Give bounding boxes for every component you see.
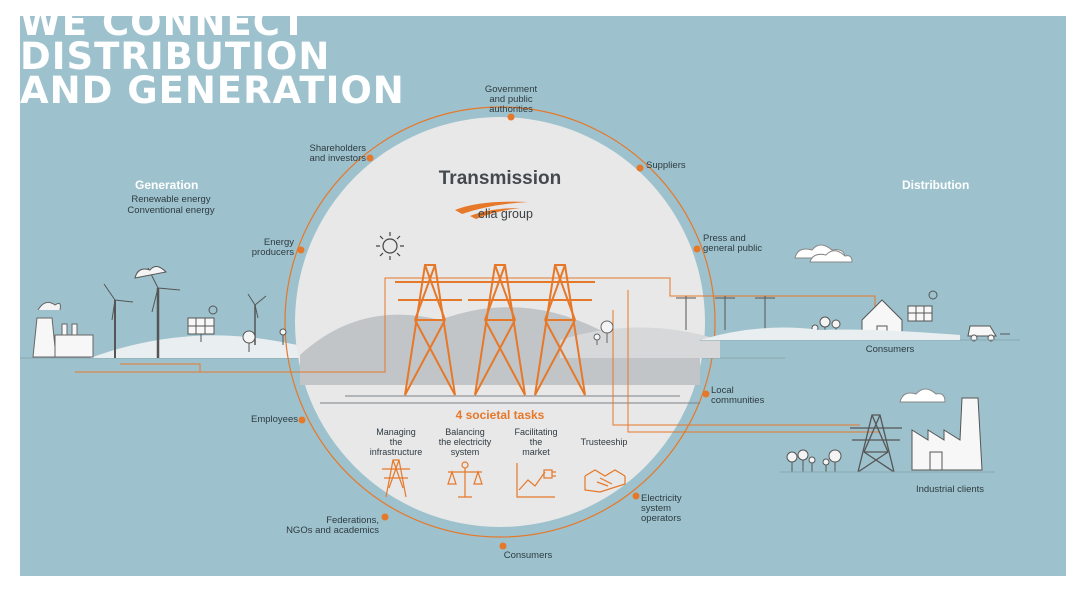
pylon-3: [525, 264, 595, 396]
pylon-icon: [382, 459, 410, 498]
cloud-icons: [794, 244, 946, 403]
solar-panel-icon: [187, 305, 218, 342]
electric-car-icon: [967, 325, 1010, 342]
dot-consumers: [499, 542, 507, 550]
stakeholder-consumers: Consumers: [503, 550, 553, 561]
stakeholder-energy-producers: Energy producers: [251, 237, 294, 258]
task-managing-infrastructure: Managing the infrastructure: [369, 427, 423, 457]
tree-icons-left: [242, 328, 287, 352]
societal-tasks-title: 4 societal tasks: [455, 408, 545, 422]
dot-press: [693, 245, 701, 253]
stakeholder-suppliers: Suppliers: [646, 160, 686, 171]
industrial-clients-label: Industrial clients: [915, 484, 985, 495]
pylon-1: [395, 264, 465, 396]
utility-poles: [676, 296, 775, 330]
stakeholder-local-communities: Local communities: [711, 385, 765, 406]
task-icons: [382, 459, 626, 498]
sun-icon: [376, 232, 404, 260]
generation-title: Generation: [135, 178, 199, 192]
stakeholder-government: Government and public authorities: [484, 84, 538, 115]
task-trusteeship: Trusteeship: [580, 437, 628, 447]
transmission-title: Transmission: [438, 168, 562, 189]
generation-subtitle-1: Renewable energy: [131, 194, 211, 205]
wind-turbine-icons: [103, 266, 267, 358]
center-hills-back: [560, 327, 720, 358]
dot-government: [507, 113, 515, 121]
stakeholder-shareholders: Shareholders and investors: [309, 143, 366, 164]
dot-local: [702, 390, 710, 398]
left-hills: [90, 335, 320, 358]
tree-icons-industrial: [786, 449, 842, 472]
dot-federations: [381, 513, 389, 521]
dot-suppliers: [636, 164, 644, 172]
solar-panel-right-icon: [907, 290, 938, 322]
stakeholder-ring: [284, 106, 716, 538]
dot-eso: [632, 492, 640, 500]
stakeholder-employees: Employees: [251, 414, 298, 425]
consumers-label: Consumers: [865, 344, 915, 355]
distribution-title: Distribution: [902, 178, 970, 192]
factory-icon: [911, 397, 983, 471]
headline: WE CONNECT DISTRIBUTION AND GENERATION: [20, 1, 405, 112]
pylon-2: [465, 264, 535, 396]
generation-subtitle-2: Conventional energy: [127, 205, 215, 216]
stakeholder-dots: [297, 113, 710, 550]
headline-line-1: WE CONNECT: [20, 1, 308, 44]
stakeholder-system-operators: Electricity system operators: [641, 493, 682, 524]
market-plug-icon: [516, 463, 556, 498]
industrial-pylon-icon: [850, 414, 902, 473]
elia-logo-text: elia group: [478, 207, 533, 221]
headline-line-3: AND GENERATION: [20, 69, 405, 112]
headline-line-2: DISTRIBUTION: [20, 35, 331, 78]
consumer-hills: [700, 327, 960, 340]
task-balancing-system: Balancing the electricity system: [438, 427, 492, 457]
stakeholder-federations: Federations, NGOs and academics: [286, 515, 379, 536]
elia-logo-icon: [455, 201, 528, 219]
power-plant-icon: [32, 301, 94, 358]
balance-icon: [447, 461, 483, 498]
dot-energy: [297, 246, 305, 254]
dot-employees: [298, 416, 306, 424]
task-facilitating-market: Facilitating the market: [514, 427, 558, 457]
dot-shareholders: [366, 154, 374, 162]
stakeholder-press: Press and general public: [703, 233, 763, 254]
trees: [593, 320, 614, 345]
handshake-icon: [584, 469, 626, 493]
pylons: [395, 264, 595, 396]
